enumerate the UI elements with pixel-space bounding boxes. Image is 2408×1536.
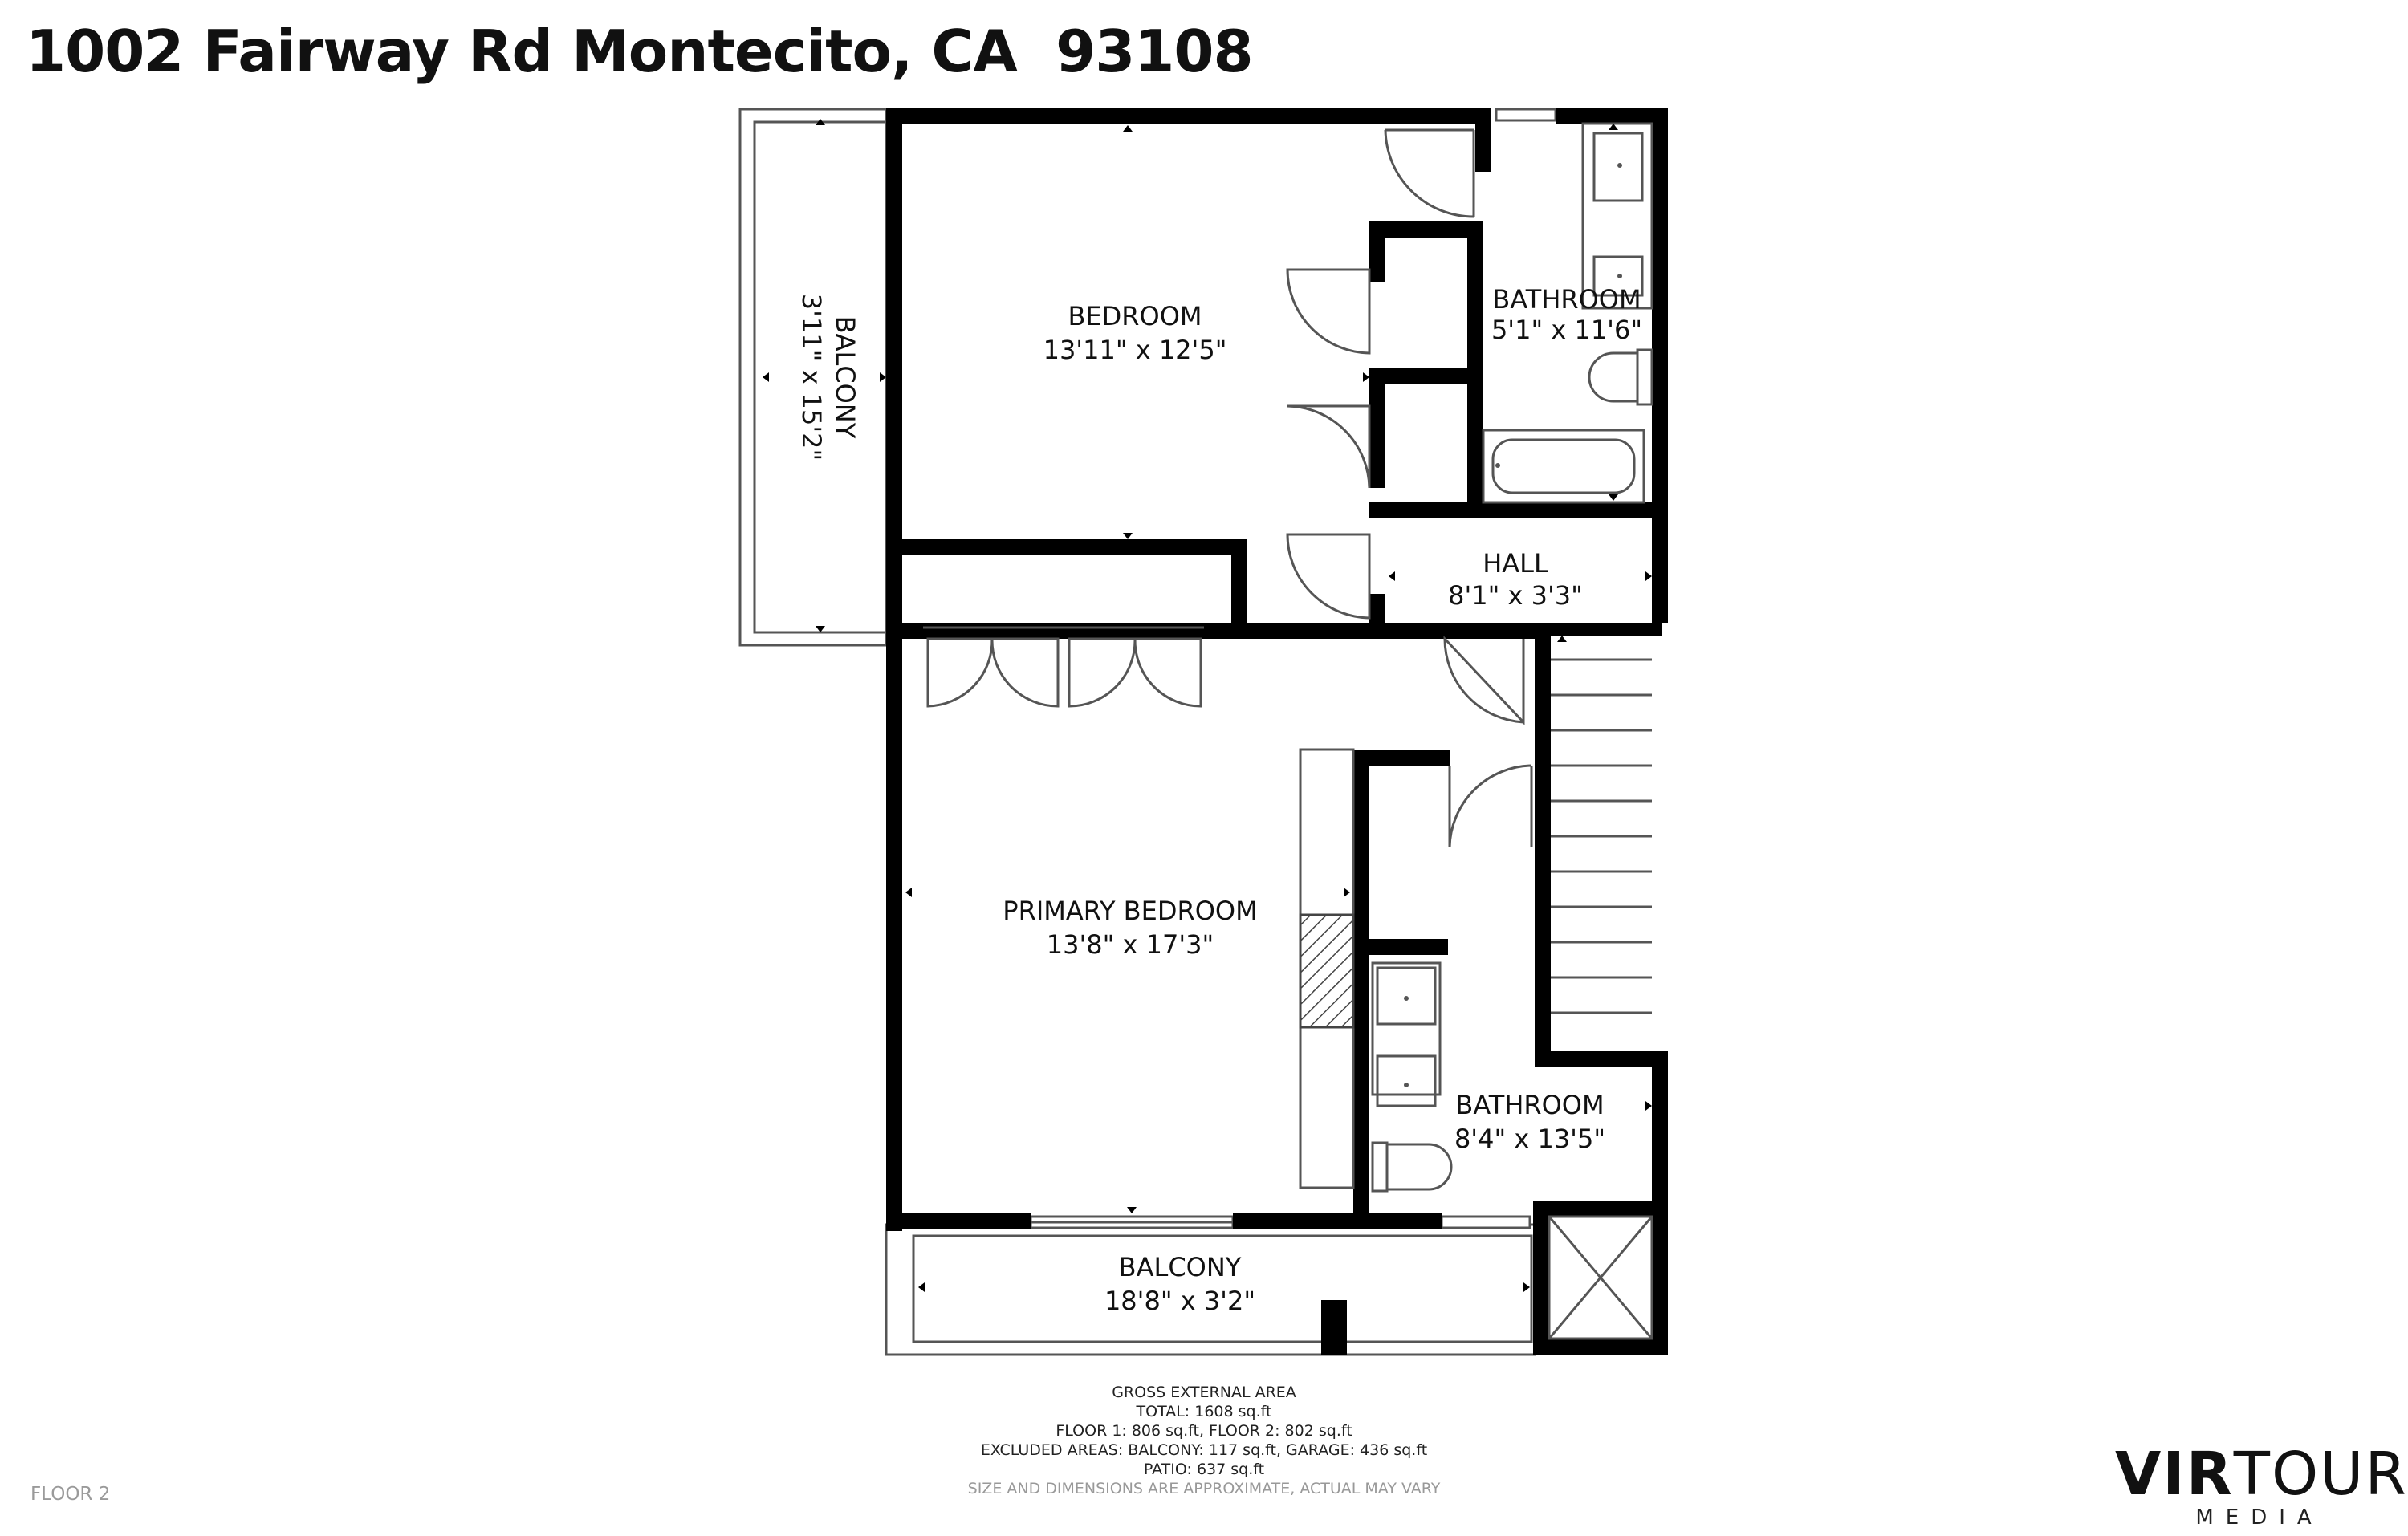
logo-brand-bold: VIR [2115, 1440, 2234, 1509]
area-patio: PATIO: 637 sq.ft [1143, 1461, 1265, 1478]
stairs [1551, 658, 1652, 1014]
fireplace [1299, 913, 1355, 1029]
logo-brand-light: TOUR [2233, 1440, 2408, 1509]
area-total: TOTAL: 1608 sq.ft [1136, 1403, 1272, 1420]
room-bathroom-lower-dims: 8'4" x 13'5" [1454, 1124, 1605, 1154]
page-title: 1002 Fairway Rd Montecito, CA 93108 [26, 18, 1254, 85]
fixture-dots [1404, 163, 1622, 1087]
doors [926, 128, 1533, 848]
virtour-logo: VIRTOUR MEDIA [2115, 1445, 2406, 1530]
room-bedroom-name: BEDROOM [1068, 301, 1202, 331]
room-balcony-bottom-name: BALCONY [1119, 1252, 1242, 1282]
area-disclaimer: SIZE AND DIMENSIONS ARE APPROXIMATE, ACT… [967, 1480, 1441, 1497]
room-primary-bedroom-name: PRIMARY BEDROOM [1003, 896, 1257, 926]
room-bedroom-dims: 13'11" x 12'5" [1043, 335, 1227, 365]
room-primary-bedroom-dims: 13'8" x 17'3" [1047, 929, 1214, 960]
gross-area-summary: GROSS EXTERNAL AREA TOTAL: 1608 sq.ft FL… [803, 1383, 1605, 1498]
room-hall-name: HALL [1483, 548, 1548, 579]
room-labels: BEDROOM 13'11" x 12'5" BATHROOM 5'1" x 1… [796, 284, 1642, 1316]
room-balcony-side-dims: 3'11" x 15'2" [796, 294, 827, 461]
room-bathroom-upper-dims: 5'1" x 11'6" [1491, 315, 1642, 345]
area-floors: FLOOR 1: 806 sq.ft, FLOOR 2: 802 sq.ft [1056, 1422, 1352, 1440]
walls [886, 108, 1668, 1355]
room-balcony-side-name: BALCONY [830, 316, 860, 439]
fixtures [923, 122, 1653, 1340]
area-excluded: EXCLUDED AREAS: BALCONY: 117 sq.ft, GARA… [980, 1441, 1428, 1459]
area-heading: GROSS EXTERNAL AREA [1112, 1384, 1296, 1401]
room-bathroom-lower-name: BATHROOM [1455, 1090, 1604, 1120]
room-balcony-bottom-dims: 18'8" x 3'2" [1104, 1286, 1255, 1316]
room-hall-dims: 8'1" x 3'3" [1448, 580, 1583, 611]
room-bathroom-upper-name: BATHROOM [1492, 284, 1641, 315]
dimension-markers [763, 119, 1652, 1292]
floor-label: FLOOR 2 [31, 1484, 111, 1505]
logo-sub: MEDIA [2195, 1506, 2324, 1530]
